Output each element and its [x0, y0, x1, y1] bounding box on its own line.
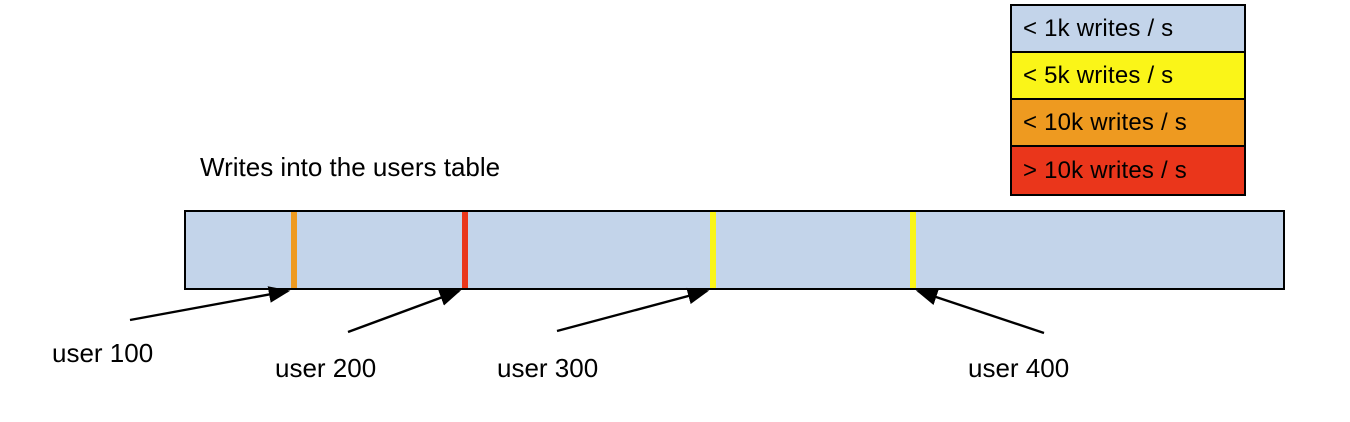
label-user-300: user 300 [497, 353, 599, 383]
label-user-400: user 400 [968, 353, 1070, 383]
bar-stripe-user-200 [462, 212, 468, 288]
legend-label-lt-1k: < 1k writes / s [1023, 14, 1174, 42]
legend-row-lt-10k: < 10k writes / s [1012, 100, 1244, 147]
bar-stripe-user-100 [291, 212, 297, 288]
arrow-user-300 [556, 287, 710, 333]
arrow-user-200 [347, 289, 462, 334]
label-user-100: user 100 [52, 338, 154, 368]
legend-row-lt-5k: < 5k writes / s [1012, 53, 1244, 100]
legend-label-gt-10k: > 10k writes / s [1023, 156, 1187, 184]
legend-label-lt-10k: < 10k writes / s [1023, 108, 1187, 136]
label-user-200: user 200 [275, 353, 377, 383]
legend-label-lt-5k: < 5k writes / s [1023, 61, 1174, 89]
users-table-bar [184, 210, 1285, 290]
bar-stripe-user-300 [710, 212, 716, 288]
bar-stripe-user-400 [910, 212, 916, 288]
legend-row-gt-10k: > 10k writes / s [1012, 147, 1244, 194]
legend-row-lt-1k: < 1k writes / s [1012, 6, 1244, 53]
chart-title: Writes into the users table [200, 152, 501, 182]
arrow-user-400 [915, 289, 1045, 335]
arrow-user-100 [129, 286, 291, 322]
legend: < 1k writes / s < 5k writes / s < 10k wr… [1010, 4, 1246, 196]
